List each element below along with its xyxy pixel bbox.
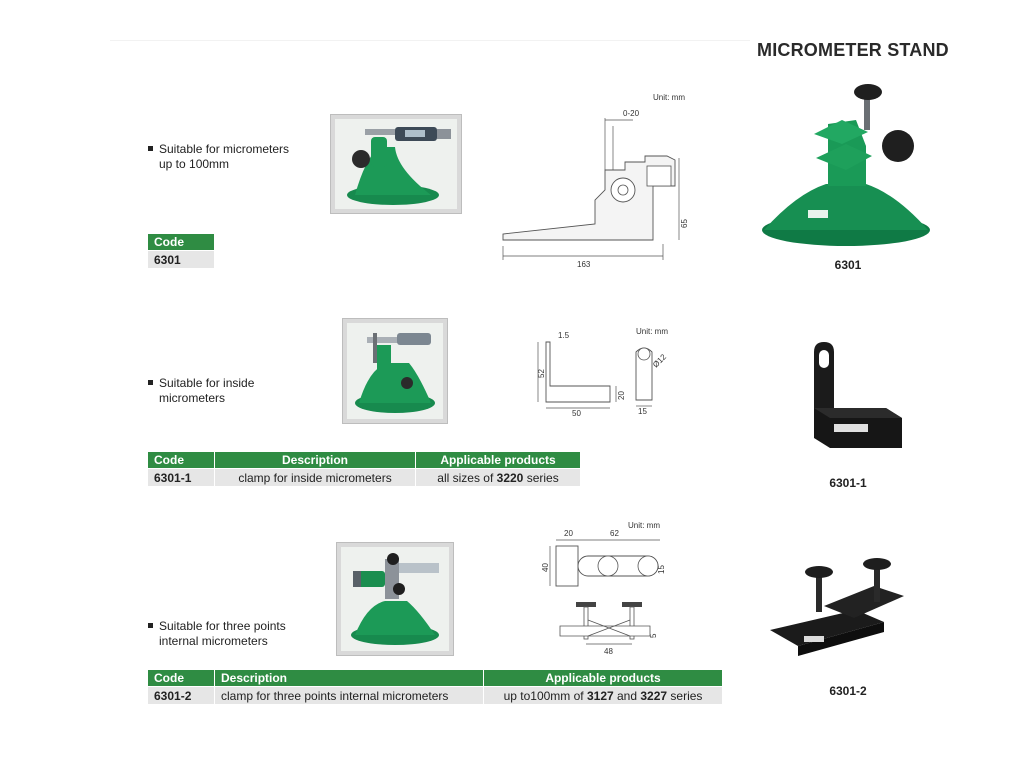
description-header: Description: [214, 452, 416, 469]
section-1-dimension-drawing: Unit: mm 0-20 163 65: [502, 93, 689, 269]
product-caption-6301-2: 6301-2: [829, 684, 867, 698]
dim-5: Ø12: [651, 352, 668, 369]
code-header: Code: [148, 234, 214, 251]
unit-label: Unit: mm: [636, 327, 668, 336]
inside-micrometer-on-stand-image: [355, 333, 435, 413]
section-1-code-table: Code 6301: [148, 234, 214, 268]
dim-2: 62: [610, 529, 619, 538]
description-cell: clamp for inside micrometers: [214, 468, 416, 486]
bullet-marker: [148, 380, 153, 385]
section-2-description: Suitable for inside micrometers: [148, 376, 254, 406]
dim-height: 65: [680, 219, 689, 228]
section-3-dimension-drawing: Unit: mm 20 62 40 15 5 48: [541, 521, 666, 656]
section-1-description: Suitable for micrometers up to 100mm: [148, 142, 289, 172]
unit-label: Unit: mm: [653, 93, 685, 102]
code-cell: 6301-1: [148, 468, 215, 486]
bullet-marker: [148, 623, 153, 628]
product-6301-image: [762, 84, 930, 246]
dim-1: 20: [564, 529, 573, 538]
description-header: Description: [214, 670, 484, 687]
applicable-products-header: Applicable products: [415, 452, 580, 469]
micrometer-on-stand-image: [347, 127, 451, 205]
dim-1: 1.5: [558, 331, 570, 340]
applicable-products-cell: all sizes of 3220 series: [415, 468, 580, 486]
code-cell: 6301-2: [148, 686, 215, 704]
bullet-text-line1: Suitable for micrometers: [159, 142, 290, 156]
section-2-dimension-drawing: Unit: mm 1.5 52 50 20 Ø12 15: [537, 327, 668, 418]
unit-label: Unit: mm: [628, 521, 660, 530]
section-3-spec-table: Code Description Applicable products 630…: [148, 670, 722, 704]
product-6301-2-image: [770, 558, 904, 656]
bullet-text-line1: Suitable for inside: [159, 376, 255, 390]
top-rule: [110, 40, 750, 41]
bullet-text-line1: Suitable for three points: [159, 619, 286, 633]
dim-2: 52: [537, 369, 546, 378]
page-title: MICROMETER STAND: [757, 40, 949, 60]
code-cell: 6301: [148, 250, 214, 268]
dim-top-range: 0-20: [623, 109, 640, 118]
product-caption-6301: 6301: [834, 258, 862, 272]
dim-length: 163: [577, 260, 591, 269]
bullet-text-line2: internal micrometers: [159, 634, 268, 648]
applicable-products-header: Applicable products: [483, 670, 722, 687]
bullet-marker: [148, 146, 153, 151]
dim-3: 50: [572, 409, 581, 418]
code-header: Code: [148, 670, 215, 687]
code-header: Code: [148, 452, 215, 469]
dim-6: 15: [638, 407, 647, 416]
section-2-photo: [342, 318, 448, 424]
bullet-text-line2: micrometers: [159, 391, 226, 405]
product-6301-1-image: [814, 342, 902, 448]
applicable-products-cell: up to100mm of 3127 and 3227 series: [483, 686, 722, 704]
section-3-photo: [336, 542, 454, 656]
product-caption-6301-1: 6301-1: [829, 476, 867, 490]
dim-6: 48: [604, 647, 613, 656]
dim-4: 15: [657, 565, 666, 574]
dim-5: 5: [649, 633, 658, 638]
dim-4: 20: [617, 391, 626, 400]
section-1-photo: [330, 114, 462, 214]
three-point-micrometer-on-stand-image: [351, 553, 439, 645]
description-cell: clamp for three points internal micromet…: [214, 686, 484, 704]
section-3-description: Suitable for three points internal micro…: [148, 619, 286, 649]
bullet-text-line2: up to 100mm: [159, 157, 230, 171]
section-2-spec-table: Code Description Applicable products 630…: [148, 452, 580, 486]
dim-3: 40: [541, 563, 550, 572]
